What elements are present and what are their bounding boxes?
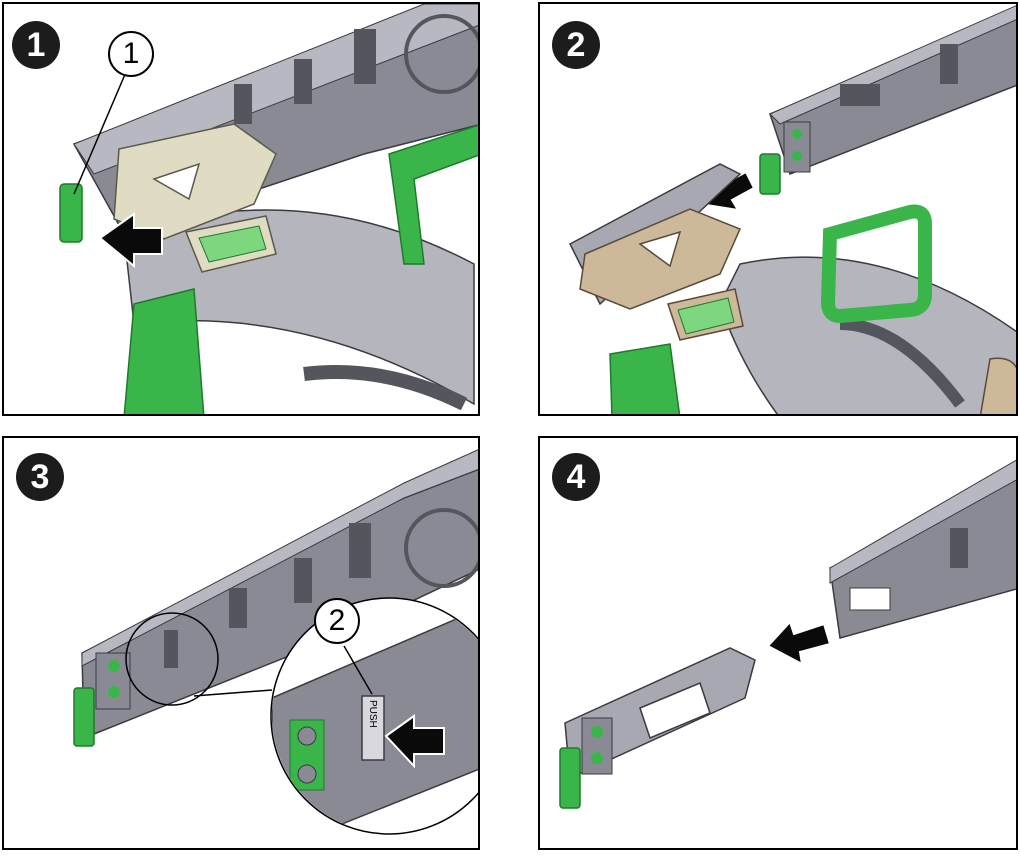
fan-guard [404,508,478,588]
zoom-push-arrow [384,714,445,769]
step-4-illustration [559,459,1016,809]
step-4-badge: 4 [552,453,600,501]
rail-top-face [829,459,1016,584]
callout-leader-line [73,71,127,195]
connector-latch-slot [639,681,711,740]
green-latch [59,183,83,243]
step-2-illustration [569,5,1016,414]
rail-slot [950,528,968,568]
step-3-panel: PUSH 3 2 [2,436,480,850]
green-latch [559,747,581,809]
rail-slot [229,588,247,628]
release-tab-green-pad [198,225,267,263]
bracket-rivet [108,686,120,698]
push-label: PUSH [367,700,378,728]
step-1-badge: 1 [12,21,60,69]
connector-plate [113,123,277,240]
rail-top-face [81,449,478,667]
callout-1: 1 [108,31,154,77]
bracket-rivet [591,726,603,738]
zoom-connector-line [193,689,273,697]
fan-guard [404,14,478,94]
bracket-rivet [792,151,802,161]
rail-slot [354,29,376,84]
rail-slot [349,523,371,578]
callout-leader-line [343,645,373,695]
cma-end-cap [979,357,1016,414]
step-2-badge: 2 [552,21,600,69]
green-strap [609,343,681,414]
green-strap [123,288,205,414]
push-latch [164,630,178,668]
connector-hole [152,162,201,201]
rail-top-face [769,5,1016,125]
zoom-rivet [297,764,317,784]
cma-arm-slot [839,318,965,408]
rail-slot [294,59,312,104]
release-tab-green-pad [677,297,735,335]
step-1-illustration [59,4,478,414]
rail-slot [294,558,312,603]
step-3-illustration: PUSH [73,449,478,835]
green-strap [388,124,478,265]
connector-hole [638,230,682,268]
callout-2: 2 [314,598,360,644]
rail-slot [840,84,880,106]
bracket-rivet [792,129,802,139]
zoom-rivet [297,726,317,746]
bracket-rivet [108,660,120,672]
rail-slot [940,44,958,84]
remove-arrow [766,620,832,666]
step-1-panel: 1 1 [2,2,480,416]
rail-slot [234,84,252,124]
zoom-push-latch [361,695,385,761]
step-3-badge: 3 [16,453,64,501]
step-2-panel: 2 [538,2,1018,416]
cma-arm-slot [303,365,468,411]
rail-slot [849,587,891,611]
green-latch [759,153,781,195]
detail-source-circle [125,612,219,706]
step-4-panel: 4 [538,436,1018,850]
green-loop-strap [820,204,932,324]
green-latch [73,687,95,747]
push-arrow [98,212,163,269]
bracket-rivet [591,752,603,764]
cma-arm [719,256,1016,414]
rail-top-face [73,4,478,175]
